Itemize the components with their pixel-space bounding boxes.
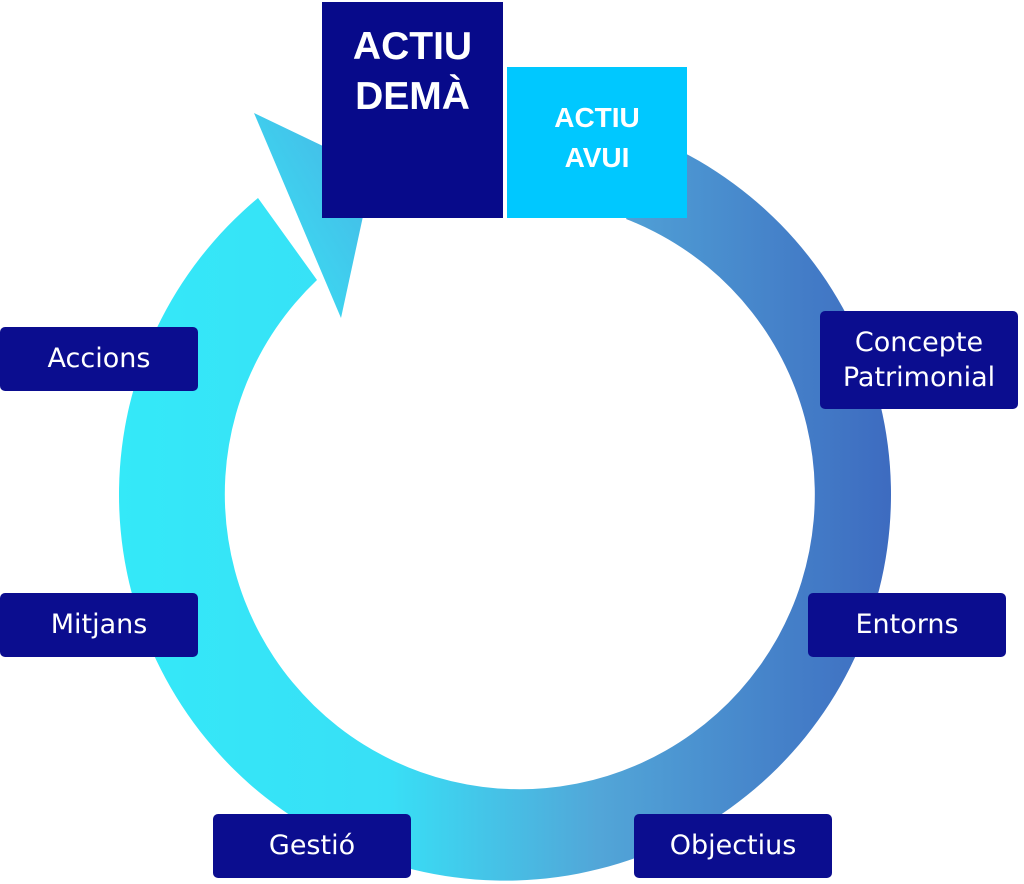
stage-accions: Accions [0, 327, 198, 391]
stage-mitjans: Mitjans [0, 593, 198, 657]
future-state-box: ACTIU DEMÀ [322, 2, 503, 218]
stage-objectius: Objectius [634, 814, 832, 878]
stage-entorns: Entorns [808, 593, 1006, 657]
stage-concepte-patrimonial: Concepte Patrimonial [820, 311, 1018, 409]
stage-gestio: Gestió [213, 814, 411, 878]
cycle-ring [118, 142, 891, 881]
present-state-box: ACTIU AVUI [507, 67, 687, 218]
